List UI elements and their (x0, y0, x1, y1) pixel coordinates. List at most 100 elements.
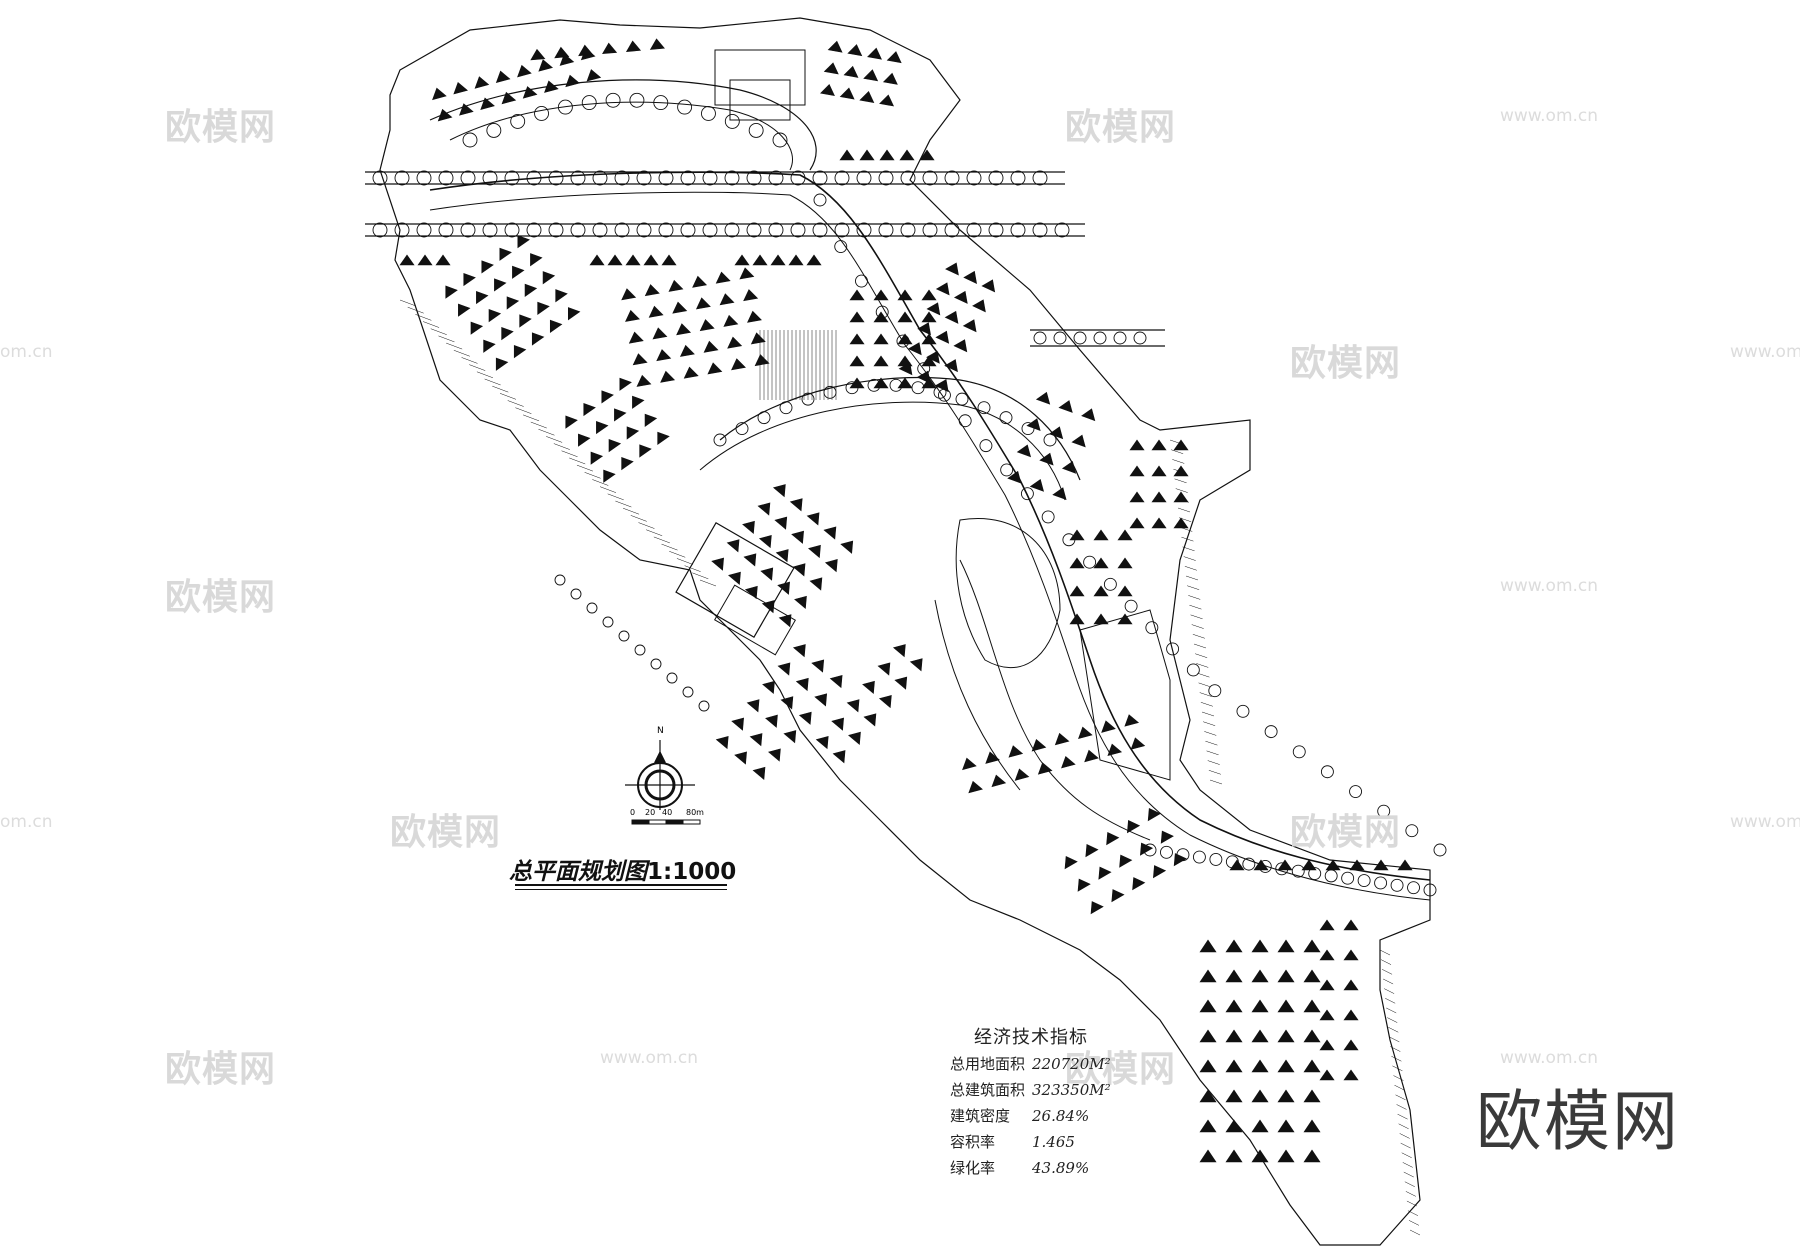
contour-hatch (1405, 1191, 1416, 1197)
house-symbol (1153, 865, 1167, 879)
house-symbol (628, 331, 644, 344)
contour-hatch (1398, 1123, 1409, 1130)
house-symbol (1251, 1089, 1269, 1103)
contour-hatch (1200, 702, 1213, 707)
contour-hatch (422, 321, 440, 328)
house-symbol (750, 332, 766, 345)
contour-hatch (1407, 1210, 1419, 1216)
house-symbol (789, 498, 803, 512)
house-symbol (1071, 434, 1086, 448)
house-symbol (567, 307, 581, 321)
tree-symbol (966, 170, 982, 186)
contour-hatch (615, 500, 632, 508)
indicator-row: 总建筑面积 323350M² (950, 1079, 1111, 1105)
house-symbol (432, 87, 447, 101)
watermark-brand: 欧模网 (165, 577, 277, 618)
house-symbol (1037, 762, 1053, 775)
contour-hatch (1171, 449, 1184, 454)
tree-symbol (510, 113, 526, 129)
house-symbol (926, 350, 940, 364)
house-symbol (683, 366, 699, 379)
house-symbol (772, 484, 786, 498)
house-symbol (757, 502, 771, 516)
house-symbol (555, 289, 568, 303)
tree-symbol (856, 170, 872, 186)
tree-symbol (713, 433, 727, 447)
tree-symbol (988, 170, 1004, 186)
house-symbol (530, 48, 546, 61)
contour-hatch (484, 378, 501, 386)
house-symbol (1117, 529, 1133, 541)
tree-symbol (526, 170, 542, 186)
north-arrow (625, 740, 695, 810)
contour-hatch (676, 558, 694, 565)
house-symbol (1225, 999, 1243, 1013)
contour-hatch (1394, 1084, 1405, 1091)
house-symbol (1061, 460, 1077, 474)
contour-hatch (453, 350, 470, 357)
contour-hatch (1386, 1007, 1397, 1014)
house-symbol (873, 355, 889, 367)
house-symbol (1016, 444, 1032, 458)
house-symbol (1151, 439, 1167, 451)
indicator-row: 建筑密度 26.84% (950, 1105, 1111, 1131)
house-symbol (909, 658, 923, 672)
house-symbol (1078, 726, 1093, 740)
contour-hatch (1397, 1113, 1408, 1120)
tree-symbol (394, 170, 410, 186)
contour-hatch (1390, 1046, 1401, 1052)
plan-title: 总平面规划图1:1000 (509, 852, 736, 886)
watermark-brand: 欧模网 (165, 1049, 277, 1090)
house-symbol (775, 549, 789, 563)
house-symbol (1129, 439, 1145, 451)
contour-hatch (638, 522, 655, 529)
contour-hatch (699, 579, 717, 587)
tree-symbol (1032, 222, 1048, 238)
house-symbol (1303, 1089, 1321, 1103)
house-symbol (1251, 1059, 1269, 1073)
house-symbol (873, 333, 889, 345)
house-symbol (882, 72, 898, 85)
tree-symbol (900, 170, 916, 186)
indicator-label: 容积率 (950, 1133, 996, 1151)
contour-hatch (576, 464, 594, 472)
tree-symbol (680, 222, 696, 238)
house-symbol (839, 87, 855, 100)
house-symbol (795, 677, 809, 692)
tree-symbol (1160, 845, 1173, 859)
house-symbol (892, 644, 906, 658)
contour-hatch (415, 314, 432, 321)
house-symbol (814, 693, 828, 707)
house-symbol (1303, 1059, 1321, 1073)
house-symbol (1343, 979, 1359, 991)
tree-symbol (1242, 857, 1256, 871)
contour-hatch (1408, 1220, 1420, 1226)
house-symbol (632, 395, 645, 409)
house-symbol (1090, 901, 1104, 915)
house-symbol (1124, 714, 1140, 727)
tree-symbol (1010, 170, 1026, 186)
house-symbol (1303, 999, 1321, 1013)
tree-symbol (548, 170, 564, 186)
contour-hatch (1191, 624, 1204, 629)
house-symbol (644, 413, 658, 427)
watermark-brand: 欧模网 (1290, 812, 1402, 853)
house-symbol (1101, 720, 1116, 733)
house-symbol (1225, 1089, 1243, 1103)
house-symbol (1151, 465, 1167, 477)
house-symbol (907, 342, 922, 356)
tree-symbol (1083, 555, 1097, 569)
contour-hatch (546, 436, 563, 443)
house-symbol (777, 662, 791, 676)
house-symbol (873, 311, 889, 323)
house-symbol (1277, 999, 1295, 1013)
house-symbol (519, 314, 532, 328)
house-symbol (811, 659, 825, 673)
house-symbol (1303, 939, 1321, 953)
contour-hatch (1402, 1162, 1413, 1168)
house-symbol (897, 333, 913, 345)
indicator-row: 总用地面积 220720M² (950, 1053, 1111, 1079)
contour-hatch (1198, 682, 1211, 688)
house-symbol (695, 297, 711, 310)
